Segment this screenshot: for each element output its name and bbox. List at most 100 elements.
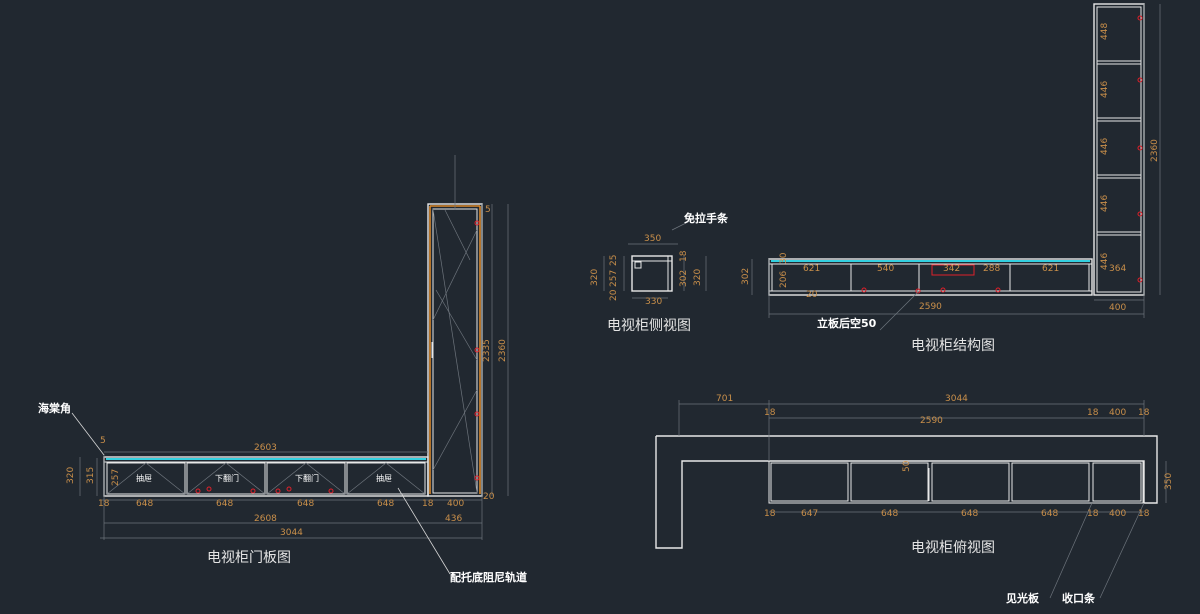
structure-shelves	[1097, 60, 1141, 236]
side-view-title: 电视柜侧视图	[607, 318, 691, 334]
door-swing-3	[266, 462, 346, 495]
tall-hardware-markers	[474, 220, 480, 481]
structure-view: 621 540 342 288 621 364 2590 400 302 206…	[741, 3, 1161, 354]
structure-dim-c6: 364	[1109, 264, 1126, 274]
dim-648-4: 648	[377, 499, 394, 509]
top-dim-18b: 18	[1087, 408, 1099, 418]
top-dim-350: 350	[1164, 473, 1174, 490]
top-dim-701: 701	[716, 394, 733, 404]
side-handle-profile	[634, 261, 642, 269]
dim-2335: 2335	[482, 339, 492, 362]
structure-dim-206: 206	[779, 271, 789, 288]
dim-400-tall: 400	[447, 499, 464, 509]
structure-dim-30: 30	[779, 252, 789, 264]
door-panel-view: 抽屉 下翻门 下翻门 抽屉	[38, 155, 527, 584]
top-dim-648-3: 648	[1041, 509, 1058, 519]
top-bay-4	[1011, 462, 1090, 502]
structure-dim-c3: 342	[943, 264, 960, 274]
structure-dim-t1: 448	[1100, 23, 1110, 40]
glass-hatch-4	[432, 389, 478, 471]
dim-320: 320	[66, 467, 76, 484]
top-dim-400a: 400	[1109, 408, 1126, 418]
structure-dim-c2: 540	[877, 264, 894, 274]
dim-tall-5: 5	[485, 205, 491, 215]
dim-257: 257	[111, 469, 121, 486]
top-dim-18d: 18	[764, 509, 776, 519]
glass-hatch-1	[432, 208, 478, 494]
top-bay-3	[931, 462, 1010, 502]
structure-dim-20: 20	[806, 290, 818, 300]
top-outline	[655, 435, 1158, 549]
dim-3044: 3044	[280, 528, 303, 538]
structure-dim-depth: 400	[1109, 303, 1126, 313]
side-dim-257: 257	[609, 270, 619, 287]
structure-rail-box	[931, 264, 975, 276]
top-bay-1	[770, 462, 849, 502]
structure-view-title: 电视柜结构图	[911, 338, 995, 354]
drawer-label-1: 抽屉	[136, 473, 152, 483]
top-dim-648-1: 648	[881, 509, 898, 519]
dim-648-3: 648	[297, 499, 314, 509]
top-view-title: 电视柜俯视图	[911, 540, 995, 556]
side-dimension-lines	[603, 217, 707, 299]
top-dim-648-2: 648	[961, 509, 978, 519]
top-dim-18f: 18	[1138, 509, 1150, 519]
top-dim-2590: 2590	[920, 416, 943, 426]
side-dim-302: 302	[679, 270, 689, 287]
side-dim-25: 25	[609, 255, 619, 266]
structure-dim-t2: 446	[1100, 81, 1110, 98]
hardware-markers	[195, 486, 334, 494]
side-dim-350: 350	[644, 234, 661, 244]
dim-tall-20: 20	[483, 492, 495, 502]
handle-callout: 免拉手条	[684, 211, 729, 225]
corner-leader	[71, 412, 105, 456]
side-view: 350 330 320 25 257 20 302 18 320 免拉手条 电视…	[590, 211, 729, 334]
structure-dim-t3: 446	[1100, 138, 1110, 155]
structure-dimension-lines	[751, 4, 1161, 331]
top-dim-18e: 18	[1087, 509, 1099, 519]
structure-dim-302: 302	[741, 268, 751, 285]
structure-dim-c1: 621	[803, 264, 820, 274]
trim-callout: 收口条	[1062, 591, 1096, 605]
dim-648-2: 648	[216, 499, 233, 509]
top-cabinet-row	[768, 460, 1144, 504]
gap-callout: 立板后空50	[817, 316, 877, 330]
structure-dim-c5: 621	[1042, 264, 1059, 274]
dim-648-1: 648	[136, 499, 153, 509]
top-dimension-lines	[678, 400, 1167, 599]
door-swing-1	[106, 462, 186, 495]
structure-dim-total: 2590	[919, 302, 942, 312]
side-dim-20: 20	[609, 289, 619, 301]
dim-315: 315	[86, 467, 96, 484]
top-tall-bay	[1092, 462, 1142, 502]
side-dim-320b: 320	[693, 269, 703, 286]
structure-dim-c4: 288	[983, 264, 1000, 274]
flap-label-1: 下翻门	[215, 473, 239, 483]
structure-dim-height: 2360	[1150, 139, 1160, 162]
dim-2608: 2608	[254, 514, 277, 524]
dim-5: 5	[100, 436, 106, 446]
door-swing-4	[346, 462, 426, 495]
top-bay-2	[850, 462, 929, 502]
top-dim-50: 50	[902, 460, 912, 472]
top-dim-18a: 18	[764, 408, 776, 418]
corner-callout: 海棠角	[38, 401, 71, 415]
glass-hatch-5	[444, 209, 471, 261]
dim-2603: 2603	[254, 443, 277, 453]
dim-18-left: 18	[98, 499, 110, 509]
structure-hardware-markers	[861, 15, 1143, 294]
side-dim-330: 330	[645, 297, 662, 307]
dim-18-right: 18	[422, 499, 434, 509]
structure-dim-t4: 446	[1100, 195, 1110, 212]
drawer-label-2: 抽屉	[376, 473, 392, 483]
panel-callout: 见光板	[1006, 591, 1040, 605]
door-dimension-lines	[79, 204, 509, 540]
rail-callout: 配托底阻尼轨道	[450, 570, 527, 584]
top-dim-647: 647	[801, 509, 818, 519]
glass-hatch-3	[435, 289, 478, 361]
top-dim-400b: 400	[1109, 509, 1126, 519]
top-dim-18c: 18	[1138, 408, 1150, 418]
dim-2360: 2360	[498, 339, 508, 362]
structure-dim-t5: 446	[1100, 253, 1110, 270]
